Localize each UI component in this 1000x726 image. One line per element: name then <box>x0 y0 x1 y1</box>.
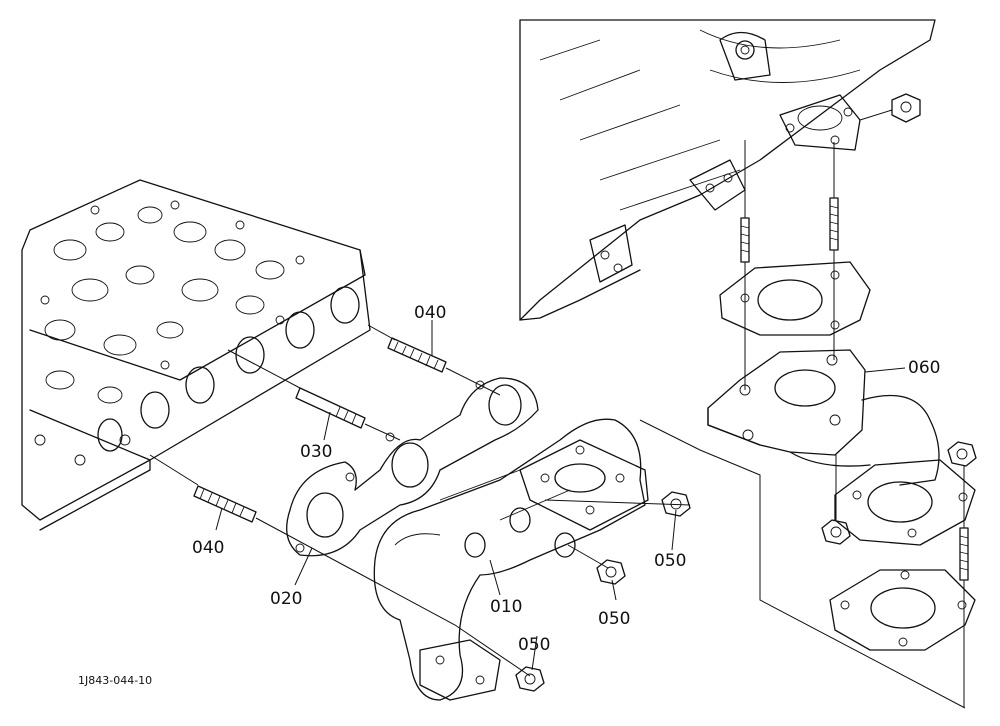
nut-050-c <box>515 666 545 692</box>
callout-leaders <box>215 320 906 671</box>
callout-040-bottom: 040 <box>192 538 224 558</box>
nut-050-b <box>596 559 626 585</box>
gasket-lower-right <box>829 569 976 651</box>
assembly-center-lines <box>149 140 966 709</box>
stud-040-bottom <box>193 485 257 523</box>
nut-right-upper <box>947 441 977 467</box>
callout-040-top: 040 <box>414 303 446 323</box>
exhaust-pipe-assembly <box>519 19 936 321</box>
callout-020: 020 <box>270 589 302 609</box>
callout-050-b: 050 <box>598 609 630 629</box>
callout-030: 030 <box>300 442 332 462</box>
gasket-020 <box>286 377 539 557</box>
callout-060: 060 <box>908 358 940 378</box>
stud-040-top <box>387 337 447 373</box>
drawing-number: 1J843-044-10 <box>78 674 152 687</box>
exhaust-elbow-060 <box>707 349 976 546</box>
callout-050-c: 050 <box>518 635 550 655</box>
gasket-upper-right <box>719 261 871 336</box>
studs-right <box>740 197 969 581</box>
callout-050-a: 050 <box>654 551 686 571</box>
nut-right-lower <box>821 519 851 545</box>
exhaust-manifold-010 <box>373 418 649 701</box>
stud-030 <box>295 387 366 429</box>
callout-010: 010 <box>490 597 522 617</box>
cylinder-head <box>21 179 371 531</box>
